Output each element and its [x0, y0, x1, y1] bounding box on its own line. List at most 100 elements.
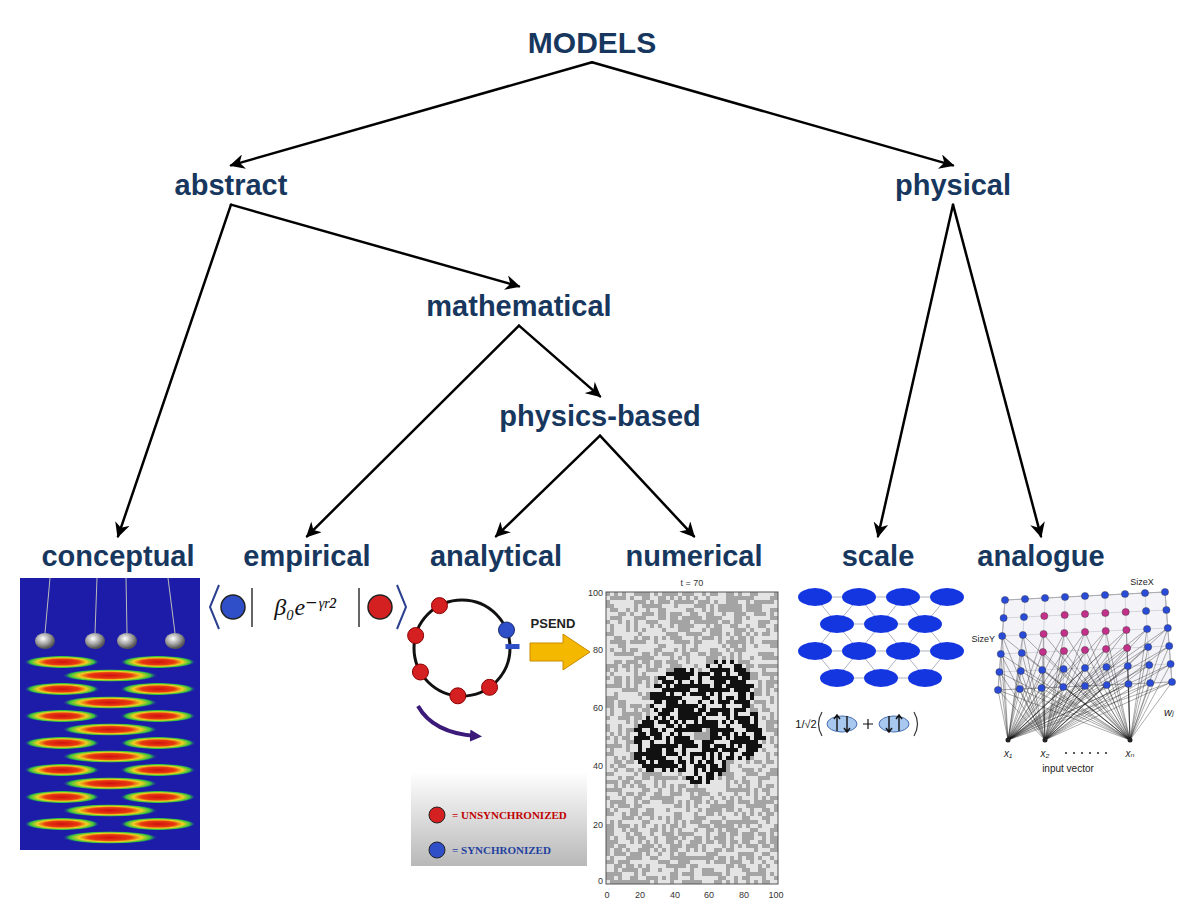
ellipsis-dot — [1081, 752, 1083, 754]
grid-neuron — [1020, 613, 1027, 620]
band — [62, 777, 158, 790]
input-node — [1006, 738, 1011, 743]
grid-neuron — [1147, 679, 1154, 686]
noise-cells — [606, 592, 778, 884]
grid-neuron — [1102, 645, 1109, 652]
grid-neuron — [1102, 609, 1109, 616]
picture-label: SizeX — [1130, 578, 1154, 588]
plus-sign — [863, 719, 873, 729]
band — [62, 669, 158, 682]
grid-neuron — [1146, 661, 1153, 668]
red-dot — [368, 595, 392, 619]
grid-neuron — [1144, 625, 1151, 632]
picture-label: 80 — [593, 646, 603, 656]
lattice-site — [908, 669, 942, 687]
picture-ground — [20, 578, 200, 850]
grid-neuron — [1019, 631, 1026, 638]
category-label: mathematical — [423, 290, 614, 323]
picture-label: xₙ — [1126, 748, 1135, 759]
picture-label: β₀e⁻ᵞʳ² — [274, 594, 336, 620]
arrow-connector — [600, 436, 694, 537]
ket-bracket — [397, 585, 406, 629]
category-label: analogue — [974, 540, 1107, 573]
lattice-site — [820, 615, 854, 633]
analytical-picture — [408, 598, 590, 866]
red-dot — [412, 664, 428, 680]
key-ground — [411, 772, 587, 866]
grid-neuron — [1081, 646, 1088, 653]
lattice-site — [930, 588, 964, 606]
band — [120, 656, 196, 669]
category-label: scale — [839, 540, 918, 573]
bar — [251, 588, 253, 627]
picture-label: 1/√2 — [795, 718, 816, 730]
band — [62, 804, 158, 817]
picture-label: PSEND — [531, 617, 576, 631]
category-label: empirical — [240, 540, 373, 573]
grid-neuron — [1124, 644, 1131, 651]
pendulum-string — [126, 578, 127, 633]
empirical-picture — [210, 585, 406, 629]
node-text: physical — [895, 169, 1011, 202]
grid-neuron — [1124, 662, 1131, 669]
band — [24, 710, 100, 723]
ellipsis-dot — [1089, 752, 1091, 754]
grid-neuron — [1018, 649, 1025, 656]
grid-neuron — [1103, 681, 1110, 688]
grid-neuron — [1038, 684, 1045, 691]
weight-lines — [998, 628, 1172, 740]
ellipsis-dot — [1105, 752, 1107, 754]
node-text: MODELS — [528, 26, 656, 61]
arrow-connector — [519, 326, 600, 397]
paren — [914, 712, 918, 736]
grid-neuron — [1166, 642, 1173, 649]
grid-neuron — [1081, 664, 1088, 671]
lattice-site — [842, 588, 876, 606]
band — [62, 696, 158, 709]
noise-grey — [606, 592, 778, 884]
arrow-connector — [496, 436, 600, 537]
grid-neuron — [1102, 627, 1109, 634]
grid-neuron — [999, 632, 1006, 639]
grid-neuron — [1039, 648, 1046, 655]
grid-neuron — [1000, 614, 1007, 621]
lattice-lines — [815, 597, 947, 678]
lattice-site — [820, 669, 854, 687]
category-label: physics-based — [496, 400, 703, 433]
lattice-site — [886, 642, 920, 660]
grid-neuron — [1001, 596, 1008, 603]
blue-dot — [221, 595, 245, 619]
red-dot — [431, 598, 447, 614]
bra-bracket — [210, 585, 219, 629]
grid-neuron — [1123, 626, 1130, 633]
picture-label: 40 — [593, 762, 603, 772]
pendulum-string — [168, 578, 175, 633]
grid-neuron — [1061, 611, 1068, 618]
conceptual-picture — [20, 578, 200, 850]
picture-label: = SYNCHRONIZED — [452, 844, 551, 856]
red-dot — [429, 807, 445, 823]
band — [62, 831, 158, 844]
lattice-site — [798, 588, 832, 606]
input-node — [1043, 738, 1048, 743]
picture-label: input vector — [1042, 763, 1094, 774]
picture-label: 100 — [588, 589, 603, 599]
band — [62, 723, 158, 736]
grid-neuron — [1161, 588, 1168, 595]
grid-neuron — [1122, 608, 1129, 615]
band — [24, 737, 100, 750]
lattice-site — [864, 615, 898, 633]
lattice-site — [908, 615, 942, 633]
grid-neuron — [1145, 643, 1152, 650]
pendulum-ball — [165, 633, 185, 649]
category-label: analytical — [427, 540, 565, 573]
band — [24, 764, 100, 777]
grid-neuron — [1060, 683, 1067, 690]
node-text: physics-based — [499, 400, 700, 433]
band — [120, 818, 196, 831]
band-group — [24, 656, 196, 845]
pair-ellipse — [879, 716, 909, 732]
lattice-site — [886, 588, 920, 606]
